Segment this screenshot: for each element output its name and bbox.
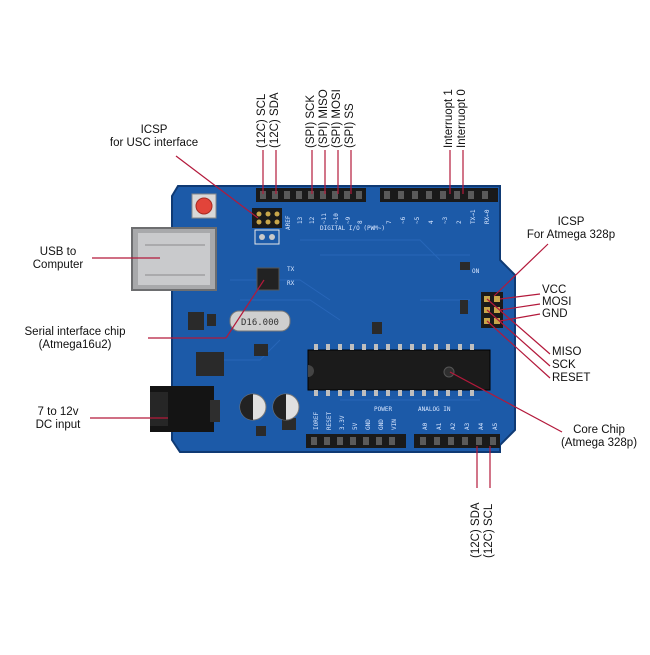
label-reset: RESET <box>552 372 591 384</box>
smd-components <box>188 262 470 436</box>
leader-serial-chip-up <box>225 279 265 339</box>
digital-pin-label: 7 <box>386 220 393 224</box>
icsp-usb-header <box>252 208 282 245</box>
power-analog-header <box>306 434 500 448</box>
digital-pin-label: ~10 <box>333 213 340 224</box>
on-led-label: ON <box>472 268 480 275</box>
analog-header-label: ANALOG IN <box>418 406 451 413</box>
atmega328p-chip <box>307 344 491 396</box>
label-mosi: MOSI <box>542 296 572 308</box>
analog-pin-label: A0 <box>422 422 429 430</box>
digital-pin-label: 8 <box>357 220 364 224</box>
label-core-chip: Core Chip (Atmega 328p) <box>560 424 638 449</box>
label-top-i2c-scl: (12C) SCL <box>256 93 268 148</box>
label-spi-mosi: (SPI) MOSI <box>331 89 343 148</box>
digital-pin-label: ~3 <box>442 216 449 224</box>
analog-pin-label: A3 <box>464 422 471 430</box>
power-pin-label: GND <box>378 419 385 430</box>
atmega16u2-chip <box>256 267 280 291</box>
digital-pin-label: ~9 <box>345 216 352 224</box>
label-usb-to-computer: USB to Computer <box>32 246 84 271</box>
crystal-oscillator: D16.000 <box>229 310 291 332</box>
power-pin-label: VIN <box>391 419 398 430</box>
label-icsp-usb: ICSP for USC interface <box>109 124 199 149</box>
analog-pin-label: A1 <box>436 422 443 430</box>
pcb-traces <box>200 239 480 401</box>
leader-sck <box>486 309 551 367</box>
leader-reset <box>486 320 551 379</box>
digital-pin-label: ~5 <box>414 216 421 224</box>
label-serial-interface-chip: Serial interface chip (Atmega16u2) <box>24 326 126 351</box>
label-icsp-328p: ICSP For Atmega 328p <box>526 216 616 241</box>
digital-pin-label: ~11 <box>321 213 328 224</box>
power-pin-label: IOREF <box>313 412 320 430</box>
digital-pin-label: RX←0 <box>484 209 491 224</box>
label-bottom-i2c-scl: (12C) SCL <box>483 503 495 558</box>
digital-pin-label: 12 <box>309 216 316 224</box>
label-spi-ss: (SPI) SS <box>344 103 356 148</box>
digital-pin-label: 13 <box>297 216 304 224</box>
leader-icsp-328 <box>493 243 549 297</box>
label-spi-sck: (SPI) SCK <box>305 94 317 148</box>
label-bottom-i2c-sda: (12C) SDA <box>470 502 482 558</box>
leader-vcc <box>499 293 541 300</box>
label-gnd: GND <box>542 308 568 320</box>
label-interrupt-0: Interruopt 0 <box>456 89 468 148</box>
label-top-i2c-sda: (12C) SDA <box>269 92 281 148</box>
leader-miso <box>486 298 551 355</box>
rx-led-label: RX <box>287 280 295 287</box>
analog-pin-label: A4 <box>478 422 485 430</box>
digital-pin-label: TX→1 <box>470 209 477 224</box>
digital-pin-label: 2 <box>456 220 463 224</box>
aref-label: AREF <box>285 215 292 230</box>
power-pin-label: 5V <box>352 422 359 430</box>
leader-mosi <box>499 303 541 311</box>
label-vcc: VCC <box>542 284 567 296</box>
dc-jack <box>150 386 220 432</box>
power-header-label: POWER <box>374 406 392 413</box>
digital-pin-label: ~6 <box>400 216 407 224</box>
tx-led-label: TX <box>287 266 295 273</box>
digital-pin-label: 4 <box>428 220 435 224</box>
leader-icsp-usb <box>175 155 259 219</box>
power-pin-label: RESET <box>326 412 333 430</box>
power-pin-label: GND <box>365 419 372 430</box>
label-sck: SCK <box>552 359 576 371</box>
label-spi-miso: (SPI) MISO <box>318 89 330 148</box>
leader-lines <box>90 150 563 488</box>
usb-connector <box>131 227 217 291</box>
reset-button <box>191 193 217 219</box>
power-pin-label: 3.3V <box>339 415 346 430</box>
crystal-label: D16.000 <box>241 318 279 328</box>
leader-gnd <box>499 313 541 322</box>
digital-header-label: DIGITAL I/O (PWM~) <box>320 225 385 232</box>
analog-pin-label: A5 <box>492 422 499 430</box>
analog-pin-label: A2 <box>450 422 457 430</box>
label-dc-input: 7 to 12v DC input <box>35 406 81 431</box>
label-interrupt-1: Interruopt 1 <box>443 89 455 148</box>
leader-core-chip <box>449 371 563 433</box>
label-miso: MISO <box>552 346 582 358</box>
capacitors <box>239 393 300 421</box>
